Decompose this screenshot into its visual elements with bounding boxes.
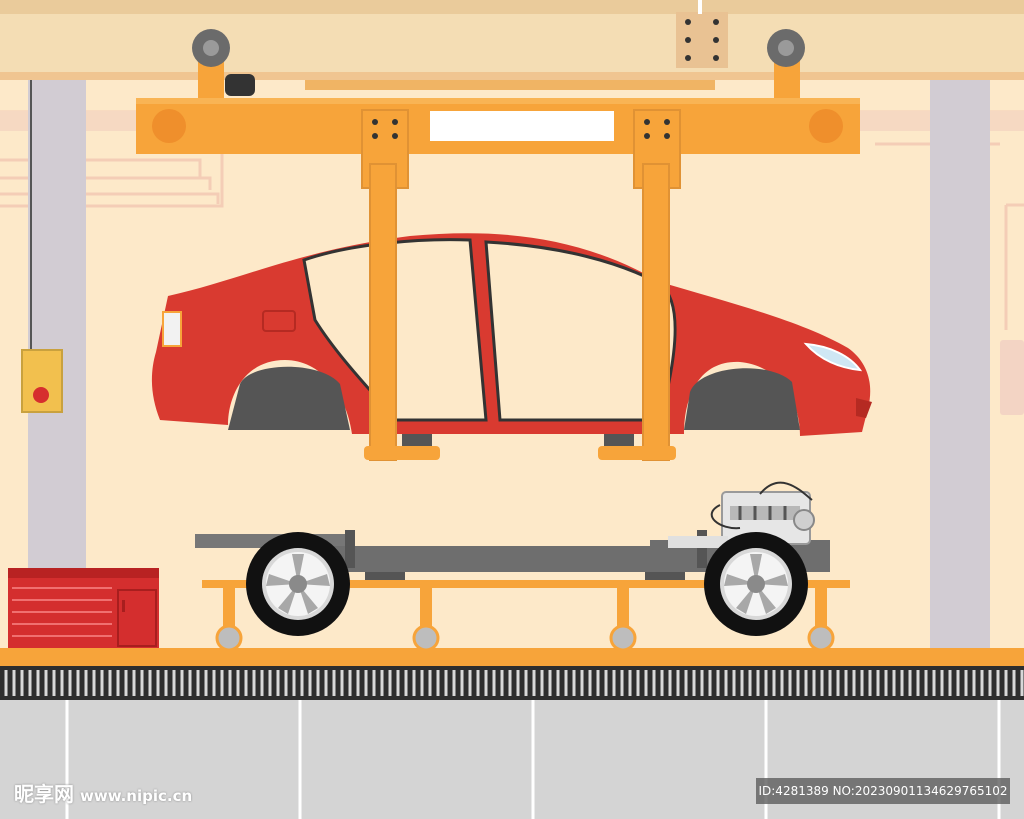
floor-edge xyxy=(0,648,1024,666)
wall-box xyxy=(1000,340,1024,415)
watermark-logo-text: 昵享网 xyxy=(14,782,74,806)
watermark-logo: 昵享网 www.nipic.cn xyxy=(14,778,192,807)
beam-label-plate xyxy=(430,111,614,141)
rail-cable xyxy=(698,0,702,14)
floor-grate-slats xyxy=(4,670,1024,696)
conveyor-cart xyxy=(202,580,850,652)
emergency-button-icon xyxy=(33,387,49,403)
tool-cabinet xyxy=(8,568,159,648)
hoist-trolley xyxy=(192,29,805,100)
car-body-shell xyxy=(151,233,872,436)
rail-mount-bolts xyxy=(685,19,719,61)
hoist-beam xyxy=(136,98,860,154)
ceiling-rail-bottom xyxy=(0,72,1024,80)
hoist-arms xyxy=(361,109,681,461)
ceiling-rail-top xyxy=(0,0,1024,14)
rail-mount-plate xyxy=(676,12,728,68)
watermark-image-info: ID:4281389 NO:20230901134629765102 xyxy=(756,778,1010,804)
wheel-right xyxy=(704,532,808,636)
wheel-left xyxy=(246,532,350,636)
watermark-site-url: www.nipic.cn xyxy=(80,787,193,805)
right-pillar xyxy=(930,80,990,650)
engine-block xyxy=(668,481,815,548)
